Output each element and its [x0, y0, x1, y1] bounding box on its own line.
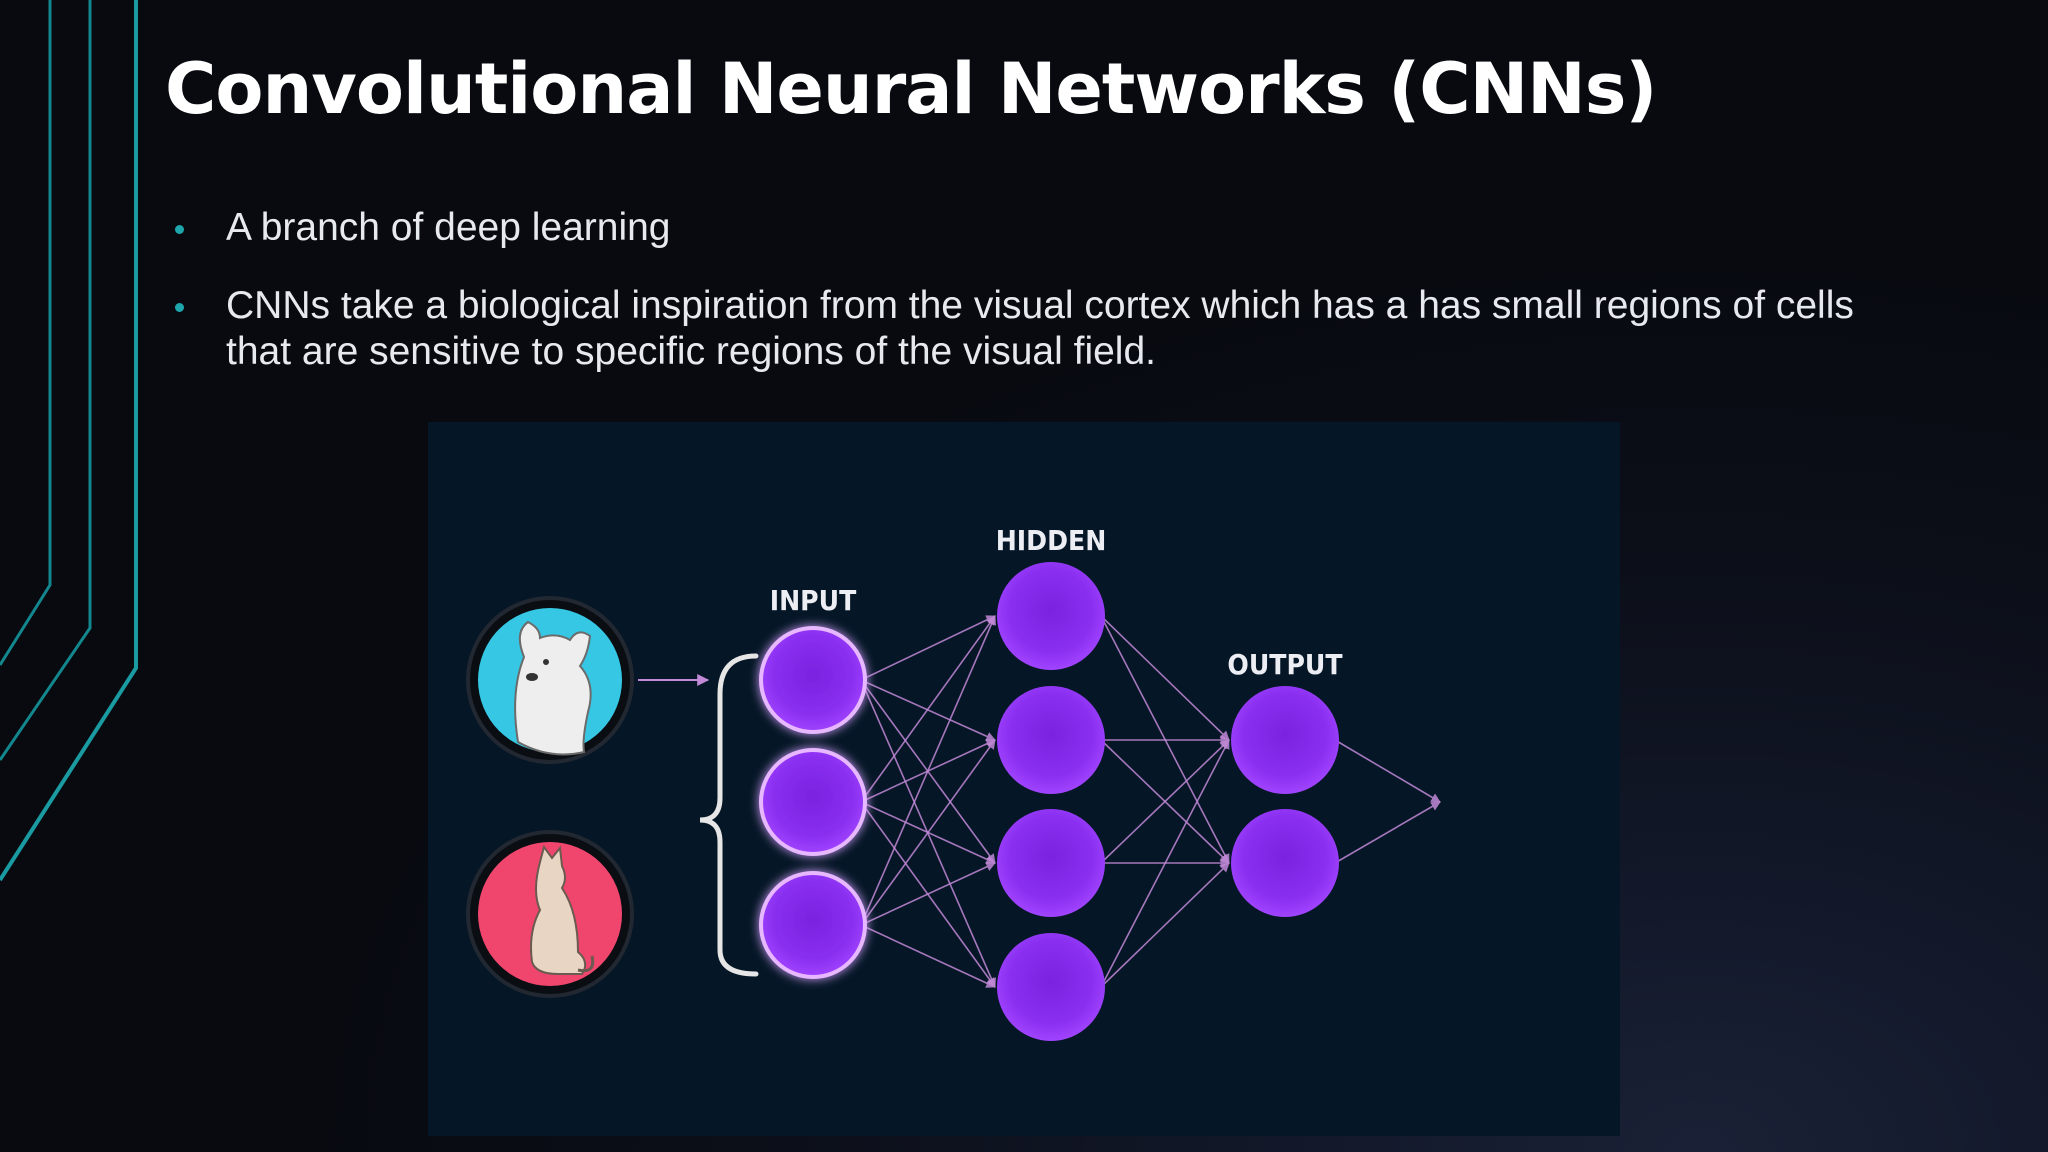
input-node: [759, 626, 867, 734]
hidden-node: [997, 562, 1105, 670]
neural-network-diagram: INPUT HIDDEN OUTPUT: [428, 422, 1620, 1136]
bullet-text: A branch of deep learning: [226, 206, 671, 249]
connection-line: [1100, 862, 1230, 988]
connection-line: [1100, 739, 1230, 864]
output-layer-label: OUTPUT: [1227, 648, 1343, 681]
cat-sample-image: [466, 830, 634, 998]
bullet-item: CNNs take a biological inspiration from …: [170, 283, 1920, 375]
bullet-text: CNNs take a biological inspiration from …: [226, 284, 1854, 373]
bullet-item: A branch of deep learning: [170, 205, 1920, 251]
output-arrow: [1334, 801, 1441, 864]
slide-title: Convolutional Neural Networks (CNNs): [165, 48, 1657, 130]
network-nodes: [759, 562, 1339, 1041]
bullet-dot-icon: [175, 303, 184, 312]
connection-line: [860, 615, 996, 681]
input-node: [759, 748, 867, 856]
bullet-dot-icon: [175, 225, 184, 234]
connection-line: [860, 615, 996, 803]
connection-line: [860, 862, 996, 926]
output-arrow: [1334, 739, 1441, 803]
output-node: [1231, 809, 1339, 917]
input-node: [759, 871, 867, 979]
dog-sample-image: [466, 596, 634, 764]
dog-icon: [514, 620, 592, 756]
connection-line: [1100, 739, 1230, 988]
input-bracket: [699, 653, 759, 977]
connection-line: [1100, 615, 1230, 741]
network-canvas: INPUT HIDDEN OUTPUT: [466, 524, 1441, 1041]
hidden-node: [997, 809, 1105, 917]
hidden-node: [997, 686, 1105, 794]
connection-line: [860, 739, 996, 926]
hidden-node: [997, 933, 1105, 1041]
connection-line: [860, 615, 996, 926]
bullet-list: A branch of deep learning CNNs take a bi…: [170, 205, 1920, 407]
input-layer-label: INPUT: [770, 584, 857, 617]
decorative-accent-lines: [0, 0, 138, 882]
output-node: [1231, 686, 1339, 794]
connection-lines: [860, 615, 1441, 988]
hidden-layer-label: HIDDEN: [996, 524, 1107, 557]
connection-line: [860, 924, 996, 988]
